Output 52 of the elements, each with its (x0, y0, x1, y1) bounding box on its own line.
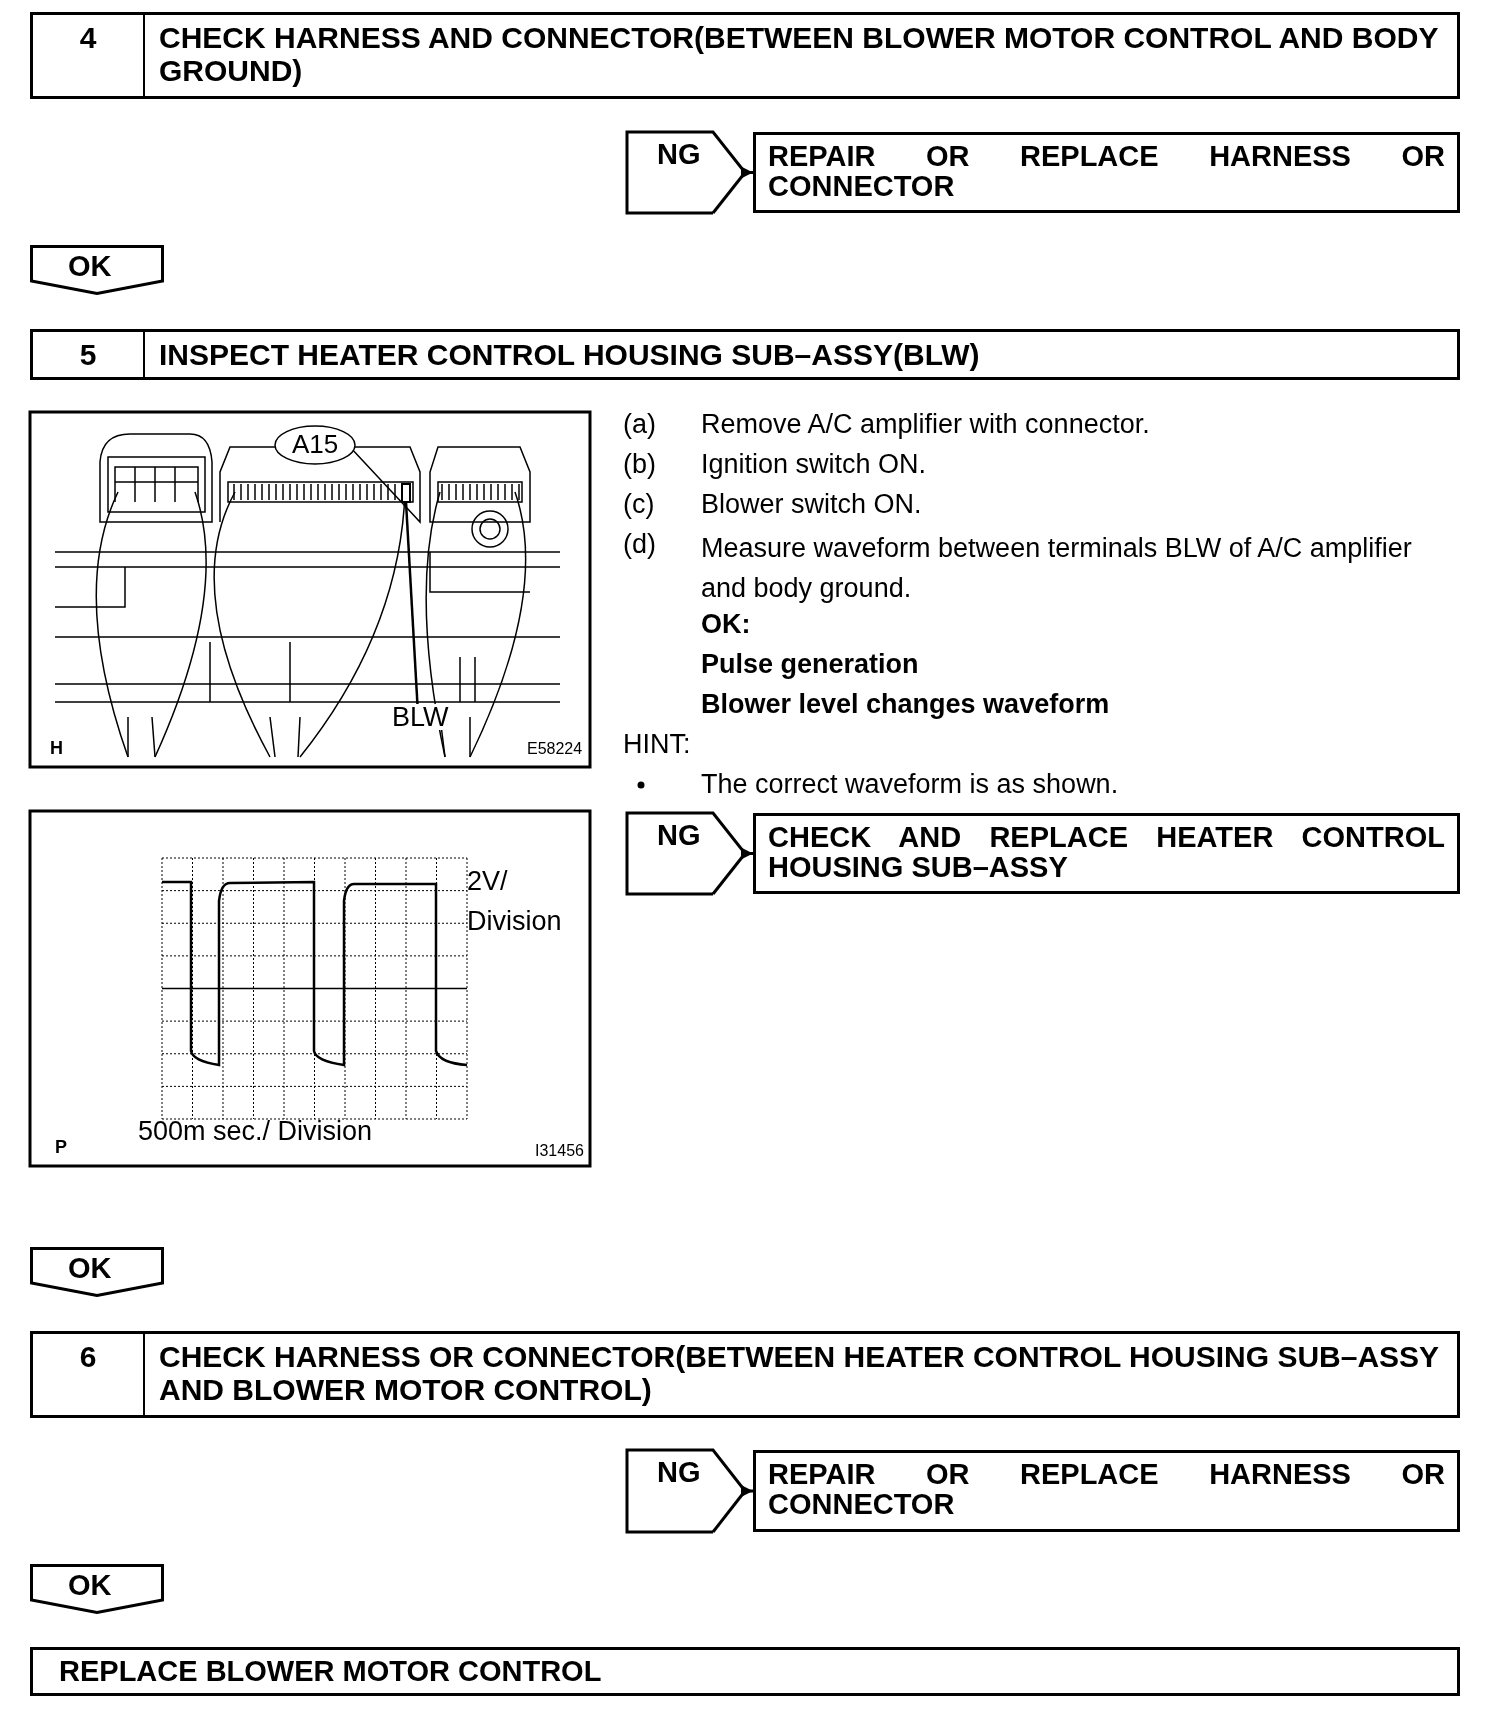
step-box (30, 1331, 1460, 1418)
figure-letter: P (55, 1136, 67, 1158)
step-letter: (a) (623, 408, 656, 440)
figure-letter: H (50, 737, 63, 759)
result-box (30, 1647, 1460, 1696)
ok-label: OK (68, 1569, 112, 1601)
edge-label: NG (657, 138, 701, 170)
result-box (753, 813, 1460, 894)
edge-label: NG (657, 819, 701, 851)
connector-terminal (401, 483, 411, 503)
spec-text: Blower level changes waveform (701, 688, 1110, 720)
ok-label: OK (68, 250, 112, 282)
hint-heading: HINT: (623, 728, 691, 760)
edge-label: NG (657, 1456, 701, 1488)
instruction-text: Ignition switch ON. (701, 448, 927, 480)
step-letter: (d) (623, 528, 656, 560)
result-text: REPAIR OR REPLACE HARNESS OR CONNECTOR (767, 1457, 1446, 1522)
step-number: 6 (33, 1334, 145, 1415)
step-title: CHECK HARNESS OR CONNECTOR(BETWEEN HEATER CONTROL HOUSING SUB–ASSY AND BLOWER MOTOR CONTROL) (158, 1339, 1440, 1408)
instruction-text: Blower switch ON. (701, 488, 922, 520)
instruction-text: Measure waveform between terminals BLW of A/C amplifier and body ground. (701, 532, 1413, 605)
connector-code: A15 (292, 429, 339, 459)
axis-scale-label: 500m sec./ Division (138, 1116, 373, 1147)
ok-arrow (30, 1247, 164, 1297)
spec-text: Pulse generation (701, 648, 919, 680)
result-box (753, 1450, 1460, 1532)
figure-code: E58224 (527, 739, 583, 759)
step-letter: (c) (623, 488, 655, 520)
ng-arrow (625, 811, 753, 896)
terminal-label: BLW (392, 704, 449, 730)
ng-arrow (625, 1448, 753, 1534)
hint-text: The correct waveform is as shown. (701, 768, 1119, 800)
result-text: REPLACE BLOWER MOTOR CONTROL (58, 1654, 603, 1689)
step-number: 4 (33, 15, 145, 96)
ng-arrow (625, 130, 753, 215)
spec-heading: OK: (701, 608, 751, 640)
ok-label: OK (68, 1252, 112, 1284)
axis-scale-label: 2V/ Division (467, 865, 562, 938)
step-title: CHECK HARNESS AND CONNECTOR(BETWEEN BLOWER MOTOR CONTROL AND BODY GROUND) (158, 20, 1439, 89)
result-box (753, 132, 1460, 213)
result-text: CHECK AND REPLACE HEATER CONTROL HOUSING SUB–ASSY (767, 820, 1446, 885)
figure-code: I31456 (535, 1141, 584, 1161)
step-title: INSPECT HEATER CONTROL HOUSING SUB–ASSY(BLW) (158, 337, 981, 373)
step-box (30, 329, 1460, 380)
ok-arrow (30, 245, 164, 295)
instruction-text: Remove A/C amplifier with connector. (701, 408, 1150, 440)
ok-arrow (30, 1564, 164, 1614)
leader-line (404, 501, 419, 705)
step-number: 5 (33, 332, 145, 377)
step-box (30, 12, 1460, 99)
step-letter: (b) (623, 448, 656, 480)
result-text: REPAIR OR REPLACE HARNESS OR CONNECTOR (767, 139, 1446, 204)
